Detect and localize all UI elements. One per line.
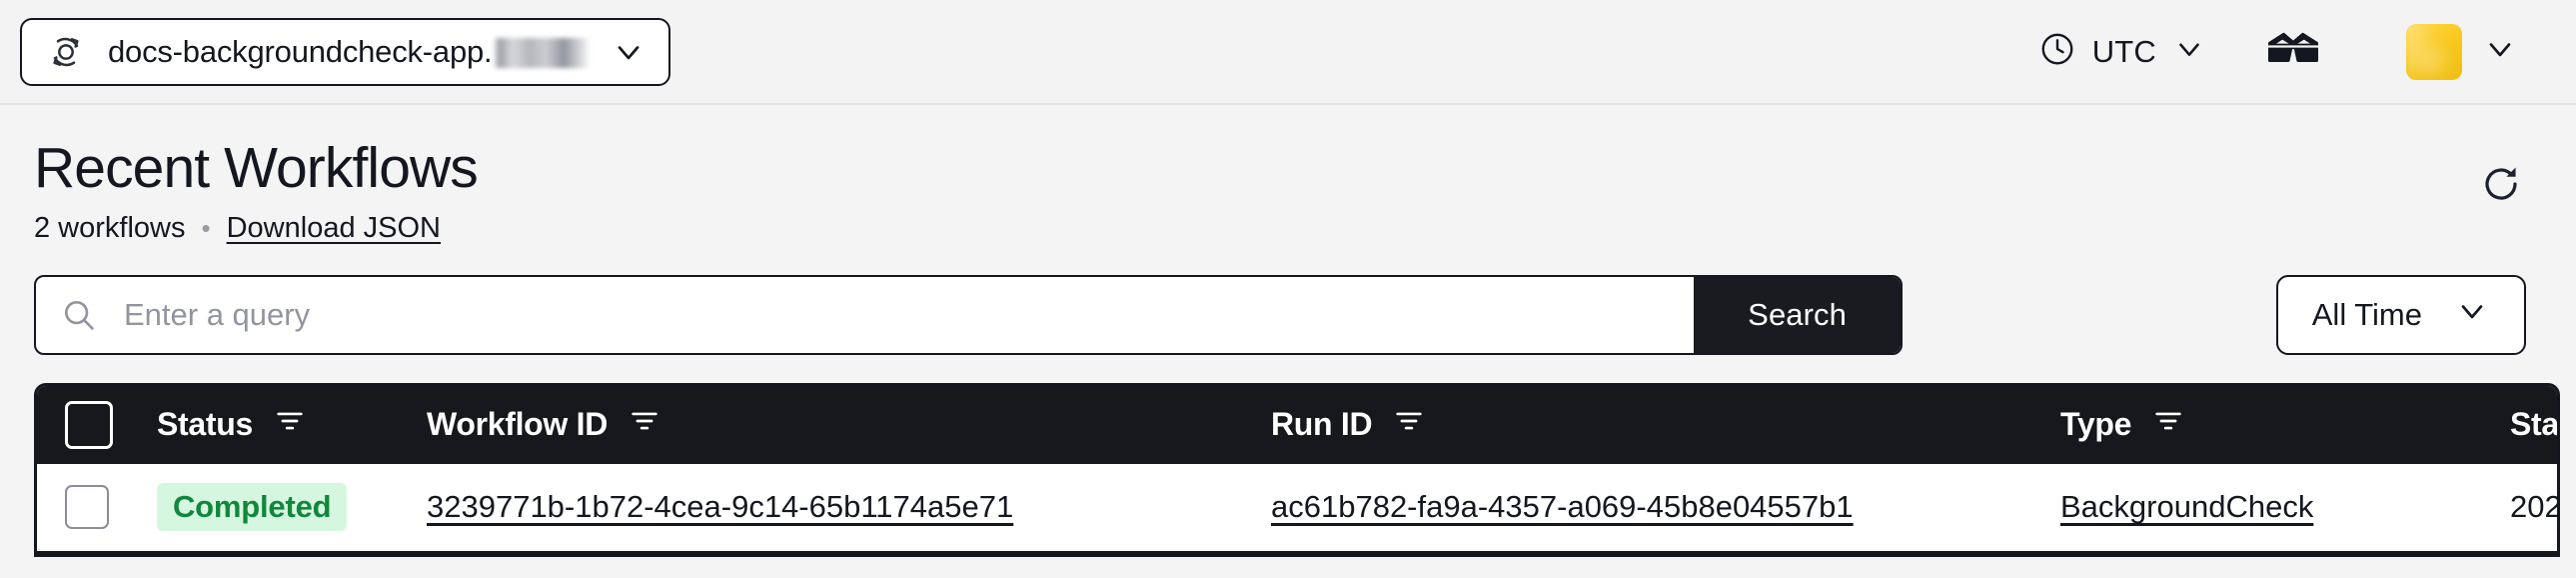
top-bar: docs-backgroundcheck-app. UTC — [0, 0, 2576, 105]
cell-start: 2023-10-02 UT — [2510, 489, 2557, 525]
column-header-run-id: Run ID — [1271, 404, 2060, 446]
chevron-down-icon — [2482, 31, 2518, 72]
run-id-link[interactable]: ac61b782-fa9a-4357-a069-45b8e04557b1 — [1271, 489, 1854, 525]
page-heading-text: Recent Workflows 2 workflows • Download … — [34, 136, 479, 245]
namespace-name: docs-backgroundcheck-app. — [108, 33, 590, 70]
start-time: 2023-10-02 UT — [2510, 489, 2557, 525]
filter-icon[interactable] — [1392, 404, 1426, 446]
subtitle-separator: • — [201, 213, 211, 244]
search-box: Search — [34, 274, 1903, 355]
time-range-label: All Time — [2311, 296, 2422, 332]
column-label-status: Status — [157, 406, 253, 443]
column-header-type: Type — [2060, 404, 2510, 446]
chevron-down-icon — [611, 34, 646, 70]
clock-icon — [2038, 30, 2076, 73]
filter-icon[interactable] — [273, 404, 307, 446]
search-button[interactable]: Search — [1694, 276, 1901, 353]
time-range-selector[interactable]: All Time — [2275, 274, 2526, 355]
page-heading-row: Recent Workflows 2 workflows • Download … — [32, 105, 2544, 245]
user-menu-button[interactable] — [2362, 14, 2536, 90]
refresh-icon — [2478, 161, 2524, 212]
page-content: Recent Workflows 2 workflows • Download … — [0, 105, 2576, 578]
row-checkbox[interactable] — [65, 485, 109, 530]
search-row: Search All Time — [32, 274, 2544, 355]
table-header-row: Status Workflow ID — [37, 385, 2559, 464]
select-all-checkbox[interactable] — [65, 400, 113, 449]
search-icon — [36, 296, 114, 334]
cell-status: Completed — [157, 483, 427, 532]
workflows-table: Status Workflow ID — [34, 382, 2560, 557]
chevron-down-icon — [2172, 32, 2206, 71]
namespace-circular-arrows-icon — [46, 32, 86, 72]
3d-glasses-icon — [2266, 30, 2320, 73]
table-row[interactable]: Completed 3239771b-1b72-4cea-9c14-65b117… — [37, 464, 2557, 554]
row-select-cell — [65, 485, 157, 530]
avatar — [2406, 23, 2462, 80]
page-title: Recent Workflows — [34, 136, 479, 200]
column-header-start: Start — [2510, 406, 2559, 443]
table-body: Completed 3239771b-1b72-4cea-9c14-65b117… — [37, 463, 2557, 554]
column-label-start: Start — [2510, 406, 2559, 443]
cell-type: BackgroundCheck — [2060, 489, 2510, 525]
column-label-run-id: Run ID — [1271, 406, 1373, 443]
column-label-workflow-id: Workflow ID — [427, 406, 608, 443]
workflow-count: 2 workflows — [34, 211, 186, 244]
namespace-redacted-suffix — [494, 37, 590, 68]
refresh-button[interactable] — [2478, 161, 2524, 212]
timezone-selector[interactable]: UTC — [2020, 20, 2224, 83]
filter-icon[interactable] — [628, 404, 661, 446]
download-json-link[interactable]: Download JSON — [226, 211, 441, 244]
column-label-type: Type — [2060, 406, 2132, 443]
workflow-id-link[interactable]: 3239771b-1b72-4cea-9c14-65b1174a5e71 — [427, 489, 1014, 525]
timezone-label: UTC — [2091, 33, 2156, 69]
page-subtitle: 2 workflows • Download JSON — [34, 212, 478, 245]
select-all-column — [65, 400, 157, 449]
labs-glasses-button[interactable] — [2224, 20, 2362, 83]
search-input[interactable] — [114, 276, 1695, 353]
cell-workflow-id: 3239771b-1b72-4cea-9c14-65b1174a5e71 — [427, 489, 1271, 525]
filter-icon[interactable] — [2151, 404, 2185, 446]
top-bar-actions: UTC — [2020, 14, 2536, 90]
chevron-down-icon — [2454, 293, 2490, 337]
column-header-status: Status — [157, 404, 427, 446]
workflow-type-link[interactable]: BackgroundCheck — [2060, 489, 2314, 525]
column-header-workflow-id: Workflow ID — [427, 404, 1271, 446]
cell-run-id: ac61b782-fa9a-4357-a069-45b8e04557b1 — [1271, 489, 2060, 525]
namespace-name-text: docs-backgroundcheck-app. — [108, 33, 493, 69]
namespace-selector[interactable]: docs-backgroundcheck-app. — [20, 17, 671, 86]
status-badge: Completed — [157, 483, 348, 532]
